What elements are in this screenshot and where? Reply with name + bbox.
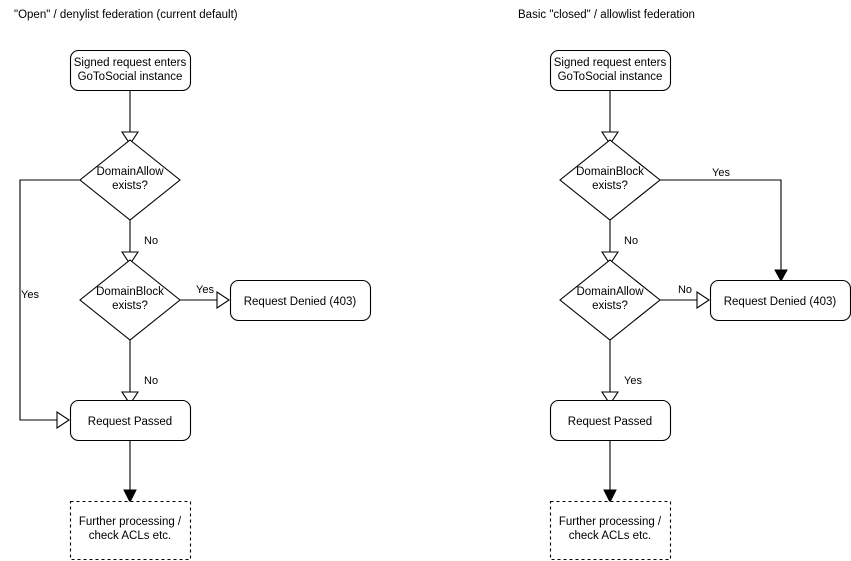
node-decision-domainallow-left-line1: DomainAllow [96, 166, 164, 178]
node-decision-domainblock-left-line1: DomainBlock [96, 286, 164, 298]
node-start-right[interactable]: Signed request enters GoToSocial instanc… [549, 49, 672, 92]
edge-label-yes-domainblock-right: Yes [712, 167, 730, 179]
node-request-passed-right-label: Request Passed [568, 416, 652, 428]
arrow-open-icon [600, 131, 620, 145]
panel-closed-allowlist: Basic "closed" / allowlist federation Si… [518, 9, 851, 561]
node-further-processing-right-shape[interactable] [549, 500, 672, 561]
node-request-passed-left[interactable]: Request Passed [69, 399, 192, 442]
edge-label-no-domainblock-right: No [624, 235, 638, 247]
edge-label-yes-left-wrap: Yes [21, 289, 39, 301]
node-request-denied-right-label: Request Denied (403) [724, 296, 837, 308]
node-start-left-line1: Signed request enters [74, 57, 187, 69]
node-request-passed-left-label: Request Passed [88, 416, 172, 428]
node-decision-domainblock-right-line2: exists? [592, 180, 628, 192]
edge-domainblock-no-to-domainallow-right: No [600, 220, 638, 265]
panel-title-left: "Open" / denylist federation (current de… [14, 9, 238, 21]
node-further-processing-left-line1: Further processing / [79, 516, 182, 528]
node-decision-domainallow-right-line2: exists? [592, 300, 628, 312]
arrow-filled-icon [123, 489, 137, 504]
edge-domainallow-yes-to-passed-right: Yes [600, 340, 642, 405]
node-start-left[interactable]: Signed request enters GoToSocial instanc… [69, 49, 192, 92]
node-decision-domainallow-left-line2: exists? [112, 180, 148, 192]
node-request-passed-right[interactable]: Request Passed [549, 399, 672, 442]
arrow-open-icon [216, 290, 230, 310]
arrow-open-icon [696, 290, 710, 310]
node-request-denied-left[interactable]: Request Denied (403) [229, 279, 372, 322]
node-start-right-line2: GoToSocial instance [558, 71, 663, 83]
node-further-processing-right-line1: Further processing / [559, 516, 662, 528]
edge-domainblock-no-to-passed-left: No [120, 340, 158, 405]
edge-domainallow-no-to-domainblock-left: No [120, 220, 158, 265]
edge-label-yes-domainallow-right: Yes [624, 375, 642, 387]
node-decision-domainallow-left[interactable]: DomainAllow exists? [79, 139, 181, 221]
edge-start-to-domainallow-left [120, 90, 140, 145]
edge-domainblock-yes-to-denied-left: Yes [180, 284, 230, 310]
edge-domainblock-yes-to-denied-right: Yes [660, 167, 788, 283]
edge-label-no-domainallow-right: No [678, 284, 692, 296]
edge-label-no-domainallow-left: No [144, 235, 158, 247]
node-request-denied-left-shape[interactable] [229, 279, 372, 322]
node-decision-domainblock-left-line2: exists? [112, 300, 148, 312]
node-further-processing-left-line2: check ACLs etc. [89, 530, 171, 542]
node-further-processing-right-line2: check ACLs etc. [569, 530, 651, 542]
node-request-denied-left-label: Request Denied (403) [244, 296, 357, 308]
node-start-left-line2: GoToSocial instance [78, 71, 183, 83]
edge-label-no-domainblock-left: No [144, 375, 158, 387]
edge-domainallow-no-to-denied-right: No [660, 284, 710, 310]
arrow-open-icon [120, 251, 140, 265]
node-further-processing-right[interactable]: Further processing / check ACLs etc. [549, 500, 672, 561]
node-further-processing-left[interactable]: Further processing / check ACLs etc. [69, 500, 192, 561]
node-decision-domainblock-right[interactable]: DomainBlock exists? [559, 139, 661, 221]
arrow-open-icon [600, 391, 620, 405]
edge-label-yes-domainblock-left: Yes [196, 284, 214, 296]
edge-domainallow-yes-to-passed-left: Yes [19, 179, 80, 430]
node-decision-domainallow-right[interactable]: DomainAllow exists? [559, 259, 661, 341]
panel-open-denylist: "Open" / denylist federation (current de… [14, 9, 372, 561]
node-decision-domainblock-left[interactable]: DomainBlock exists? [79, 259, 181, 341]
arrow-filled-icon [603, 489, 617, 504]
panel-title-right: Basic "closed" / allowlist federation [518, 9, 695, 21]
arrow-open-icon [120, 391, 140, 405]
edge-passed-to-further-left [123, 440, 137, 504]
node-further-processing-left-shape[interactable] [69, 500, 192, 561]
arrow-open-icon [56, 410, 70, 430]
node-decision-domainblock-right-line1: DomainBlock [576, 166, 644, 178]
node-decision-domainallow-right-line1: DomainAllow [576, 286, 644, 298]
arrow-open-icon [600, 251, 620, 265]
node-request-denied-right[interactable]: Request Denied (403) [709, 279, 851, 322]
arrow-open-icon [120, 131, 140, 145]
edge-start-to-domainblock-right [600, 90, 620, 145]
edge-passed-to-further-right [603, 440, 617, 504]
arrow-filled-icon [774, 269, 788, 283]
node-start-right-line1: Signed request enters [554, 57, 667, 69]
